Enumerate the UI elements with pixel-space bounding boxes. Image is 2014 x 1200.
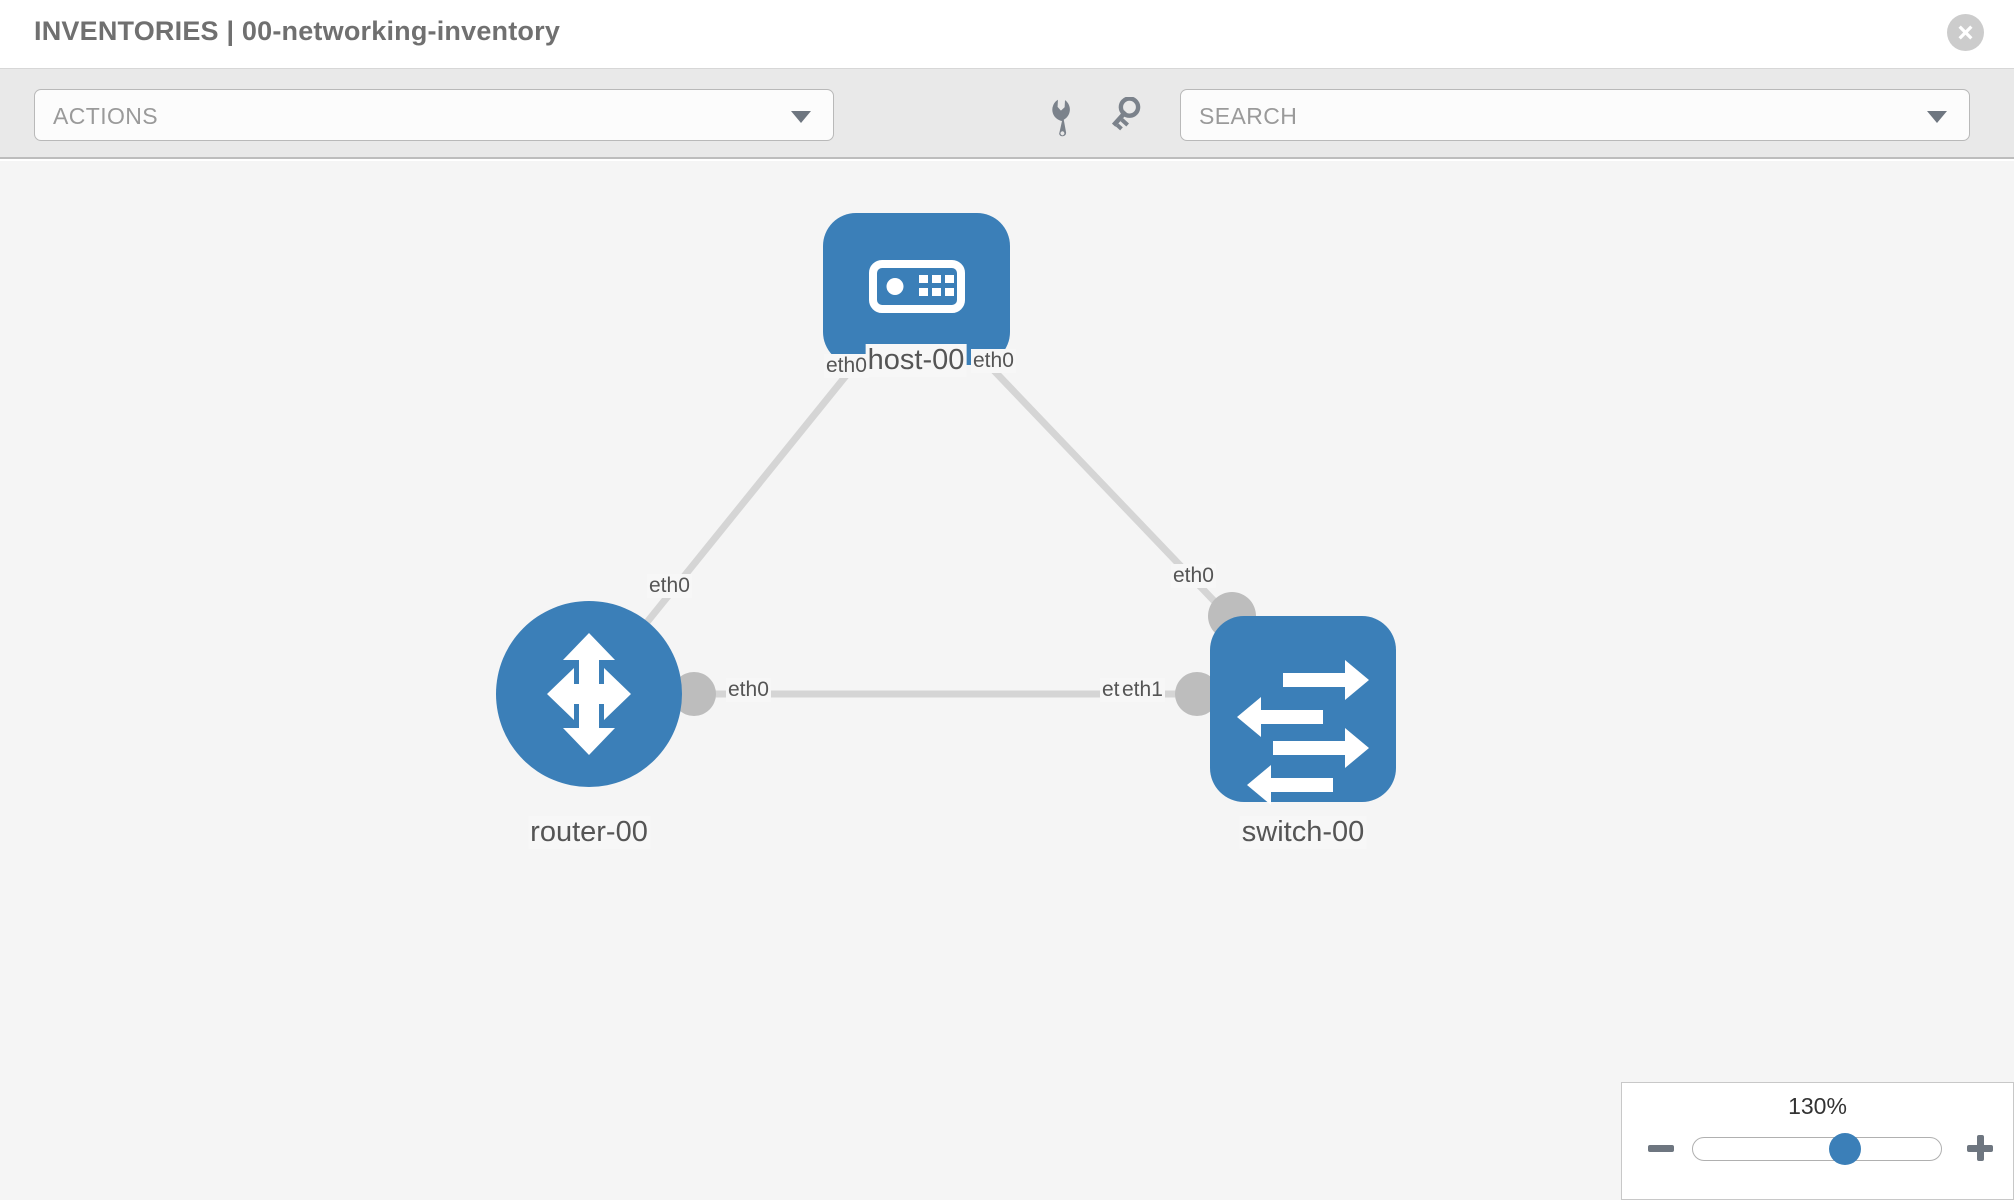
connector-router00-right (672, 672, 716, 716)
wrench-icon[interactable] (1040, 97, 1084, 137)
edge-label-eth0: eth0 (971, 349, 1016, 373)
server-icon (869, 260, 965, 313)
close-icon[interactable] (1947, 14, 1984, 51)
topology-graph (496, 213, 1396, 805)
node-router-00 (496, 601, 682, 787)
zoom-level-label: 130% (1788, 1093, 1847, 1119)
chevron-down-icon (791, 111, 811, 123)
zoom-out-button[interactable] (1644, 1131, 1678, 1165)
node-label-host-00: host-00 (865, 344, 967, 377)
node-label-router-00: router-00 (528, 816, 650, 849)
node-host-00 (823, 213, 1010, 365)
node-label-switch-00: switch-00 (1239, 816, 1367, 849)
edge-label-eth0: eth0 (726, 678, 771, 702)
zoom-slider[interactable] (1692, 1133, 1942, 1165)
search-input[interactable]: SEARCH (1180, 89, 1970, 141)
zoom-slider-thumb[interactable] (1829, 1133, 1861, 1165)
key-icon[interactable] (1108, 96, 1152, 137)
zoom-slider-row (1622, 1131, 2013, 1171)
actions-dropdown-label: ACTIONS (53, 103, 159, 129)
edge-label-eth1: eth1 (1120, 678, 1165, 702)
edge-label-eth0: eth0 (1171, 564, 1216, 588)
chevron-down-icon (1927, 111, 1947, 123)
actions-dropdown[interactable]: ACTIONS (34, 89, 834, 141)
zoom-in-button[interactable] (1963, 1131, 1997, 1165)
page-header: INVENTORIES | 00-networking-inventory (0, 0, 2014, 69)
topology-canvas[interactable]: host-00 router-00 switch-00 eth0 eth0 et… (0, 161, 2014, 1200)
page-title: INVENTORIES | 00-networking-inventory (34, 16, 561, 46)
connector-switch00-left (1175, 672, 1219, 716)
switch-arrows-icon (1237, 660, 1369, 805)
zoom-control-panel: 130% (1621, 1082, 2014, 1200)
node-switch-00 (1210, 616, 1396, 805)
router-arrows-icon (547, 633, 631, 755)
search-placeholder: SEARCH (1199, 103, 1298, 129)
edge-label-eth0: eth0 (647, 574, 692, 598)
topology-toolbar: ACTIONS SEARC (0, 69, 2014, 159)
edge-label-eth0: eth0 (824, 354, 869, 378)
